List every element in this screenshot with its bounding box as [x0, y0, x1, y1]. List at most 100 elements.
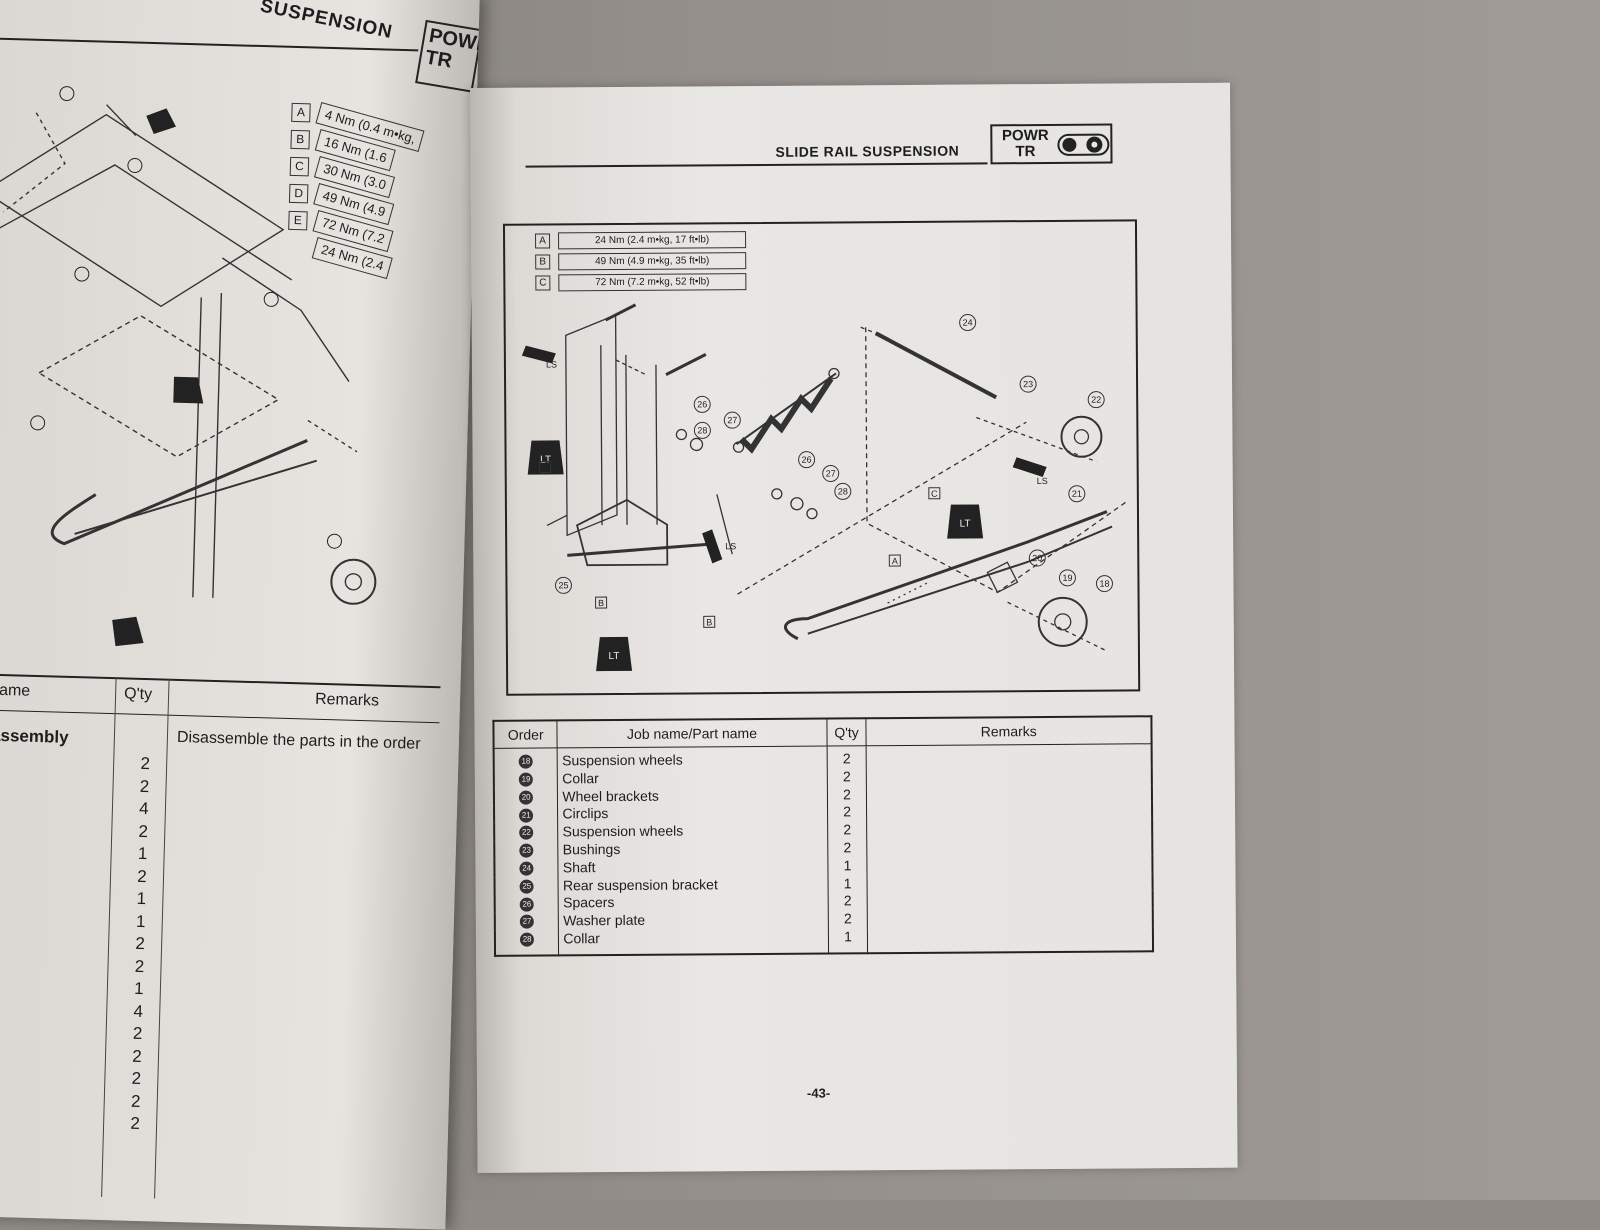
- ls-tag: LS: [546, 359, 557, 369]
- part-name: Collar: [558, 928, 829, 956]
- order-cell: 18: [493, 747, 558, 771]
- left-qty: 2: [131, 1068, 142, 1089]
- callout: 18: [1099, 579, 1109, 589]
- key-c: C: [931, 489, 938, 499]
- order-number: 25: [519, 879, 534, 894]
- order-cell: 20: [493, 787, 558, 807]
- torque-key: E: [288, 210, 308, 230]
- order-cell: 23: [494, 841, 559, 860]
- part-remarks: [868, 908, 1153, 928]
- part-qty: 2: [827, 892, 868, 911]
- left-header-remarks: Remarks: [314, 690, 380, 710]
- part-qty: 1: [827, 874, 868, 893]
- right-page: SLIDE RAIL SUSPENSION POWR TR: [470, 82, 1238, 1173]
- torque-key: D: [288, 183, 309, 203]
- left-qty: 2: [138, 821, 149, 841]
- callout: 21: [1072, 489, 1082, 499]
- torque-key: B: [290, 129, 310, 149]
- callout: 24: [963, 317, 973, 327]
- part-remarks: [867, 819, 1152, 839]
- part-qty: 2: [826, 745, 867, 769]
- exploded-diagram-drawing: LT LT LT LS LS LS A B B B: [521, 303, 1128, 672]
- part-name: Circlips: [557, 803, 828, 824]
- callout: 26: [802, 455, 812, 465]
- order-cell: 24: [494, 859, 559, 878]
- part-qty: 1: [827, 857, 868, 876]
- left-torque-row: A 4 Nm (0.4 m•kg,: [291, 100, 472, 153]
- table-row: 28 Collar 1: [494, 926, 1153, 956]
- key-a: A: [892, 556, 898, 566]
- part-name: Wheel brackets: [557, 786, 828, 806]
- order-number: 26: [519, 897, 534, 912]
- part-name: Shaft: [558, 857, 828, 877]
- ls-tag: LS: [725, 541, 736, 551]
- part-qty: 1: [827, 928, 869, 954]
- left-qty-column: 2 2 4 2 1 2 1 1 2 2 1 4 2 2 2 2 2: [120, 754, 161, 1137]
- ls-tag: LS: [1037, 476, 1048, 486]
- lt-tag: LT: [608, 651, 619, 662]
- part-remarks: [867, 744, 1152, 768]
- left-qty: 4: [133, 1001, 144, 1021]
- left-page-header-title: SUSPENSION: [258, 0, 395, 44]
- section-title-rule: [525, 162, 988, 168]
- callout: 19: [1062, 573, 1072, 583]
- torque-value: 72 Nm (7.2 m•kg, 52 ft•lb): [558, 273, 747, 292]
- part-remarks: [867, 873, 1152, 893]
- torque-key: C: [535, 275, 551, 291]
- part-name: Suspension wheels: [558, 821, 828, 842]
- part-name: Spacers: [558, 892, 828, 913]
- header-qty: Q'ty: [826, 718, 867, 747]
- callout: 28: [697, 425, 707, 435]
- order-cell: 21: [494, 805, 559, 825]
- section-badge: POWR TR: [990, 123, 1113, 165]
- key-b: B: [598, 598, 604, 608]
- callout: 27: [826, 468, 836, 478]
- header-remarks: Remarks: [866, 716, 1152, 746]
- callout: 26: [697, 399, 707, 409]
- callout: 20: [1032, 553, 1042, 563]
- left-qty: 1: [137, 843, 148, 864]
- part-remarks: [867, 855, 1152, 875]
- order-number: 19: [518, 772, 534, 787]
- callout: 22: [1091, 395, 1101, 405]
- left-header-qty: Q'ty: [123, 685, 153, 704]
- torque-row: B 49 Nm (4.9 m•kg, 35 ft•lb): [535, 251, 747, 271]
- order-number: 18: [518, 754, 533, 769]
- order-cell: 25: [494, 876, 559, 896]
- left-disassembly-label: isassembly: [0, 725, 69, 747]
- callout: 28: [838, 486, 848, 496]
- part-remarks: [868, 926, 1153, 953]
- left-page: SUSPENSION POWR TR: [0, 0, 480, 1230]
- lt-tag: LT: [960, 519, 971, 530]
- torque-row: A 24 Nm (2.4 m•kg, 17 ft•lb): [535, 230, 747, 250]
- header-name: Job name/Part name: [557, 718, 827, 748]
- left-qty: 1: [135, 911, 146, 931]
- torque-key: A: [291, 102, 311, 122]
- part-remarks: [867, 784, 1152, 804]
- left-qty: 2: [135, 933, 146, 954]
- part-name: Suspension wheels: [557, 746, 827, 771]
- left-table-top-rule: [0, 671, 441, 689]
- order-number: 28: [520, 932, 535, 947]
- part-qty: 2: [827, 839, 868, 858]
- page-number: -43-: [806, 1085, 831, 1101]
- part-name: Collar: [557, 768, 827, 788]
- badge-text: POWR TR: [996, 127, 1054, 160]
- order-cell: 19: [493, 770, 558, 789]
- part-remarks: [867, 837, 1152, 857]
- order-number: 22: [519, 826, 534, 841]
- order-number: 21: [519, 808, 534, 823]
- torque-value: 24 Nm (2.4 m•kg, 17 ft•lb): [558, 231, 747, 250]
- left-qty: 1: [136, 888, 147, 909]
- left-qty: 2: [132, 1023, 143, 1044]
- header-order: Order: [493, 720, 558, 749]
- left-qty: 1: [133, 978, 144, 999]
- callout: 23: [1023, 379, 1033, 389]
- left-qty: 2: [130, 1091, 141, 1111]
- exploded-diagram: LT LT LT LS LS LS A B B B: [502, 219, 1141, 696]
- order-number: 23: [519, 843, 534, 858]
- part-qty: 2: [826, 768, 867, 787]
- torque-key: B: [535, 254, 551, 270]
- callout: 27: [727, 415, 737, 425]
- left-exploded-diagram: [0, 86, 377, 647]
